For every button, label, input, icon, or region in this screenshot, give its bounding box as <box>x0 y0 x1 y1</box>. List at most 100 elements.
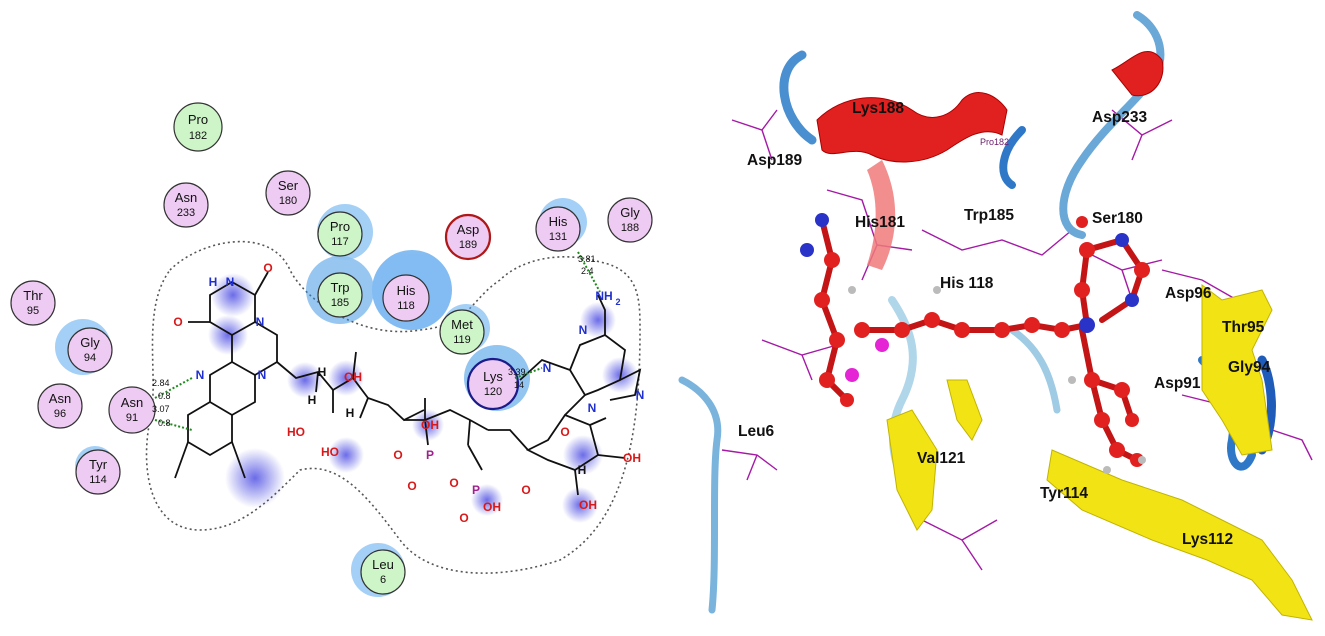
svg-text:HO: HO <box>287 425 305 439</box>
svg-text:H: H <box>209 275 218 289</box>
svg-text:N: N <box>196 368 205 382</box>
svg-text:O: O <box>521 483 530 497</box>
svg-text:95: 95 <box>27 305 39 317</box>
svg-text:O: O <box>393 448 402 462</box>
svg-text:91: 91 <box>126 412 138 424</box>
svg-text:Asp189: Asp189 <box>747 152 803 169</box>
residue-asn233: Asn 233 <box>163 182 209 228</box>
svg-text:H: H <box>578 463 587 477</box>
hbond-distance-labels: 3.81 2.4 3.39 14 2.84 0.8 3.07 0.8 <box>152 254 596 428</box>
svg-text:Asn: Asn <box>49 391 71 406</box>
svg-text:Asn: Asn <box>175 190 197 205</box>
svg-text:Asp: Asp <box>457 222 479 237</box>
svg-text:189: 189 <box>459 239 477 251</box>
svg-text:Val121: Val121 <box>917 450 966 467</box>
svg-text:NH: NH <box>595 289 612 303</box>
svg-text:Leu6: Leu6 <box>738 423 775 440</box>
svg-text:Pro: Pro <box>330 219 350 234</box>
svg-text:14: 14 <box>514 380 524 390</box>
svg-text:185: 185 <box>331 297 349 309</box>
ligand-atom-labels: O N H N O N N H OH H HO HO H O P OH O O … <box>173 261 644 525</box>
residue-his131: His 131 <box>535 206 581 252</box>
svg-text:Trp: Trp <box>330 280 349 295</box>
svg-text:OH: OH <box>483 500 501 514</box>
residue-asp189: Asp 189 <box>444 213 492 261</box>
residue-his118: His 118 <box>382 274 430 322</box>
svg-text:Ser: Ser <box>278 178 299 193</box>
svg-text:3.39: 3.39 <box>508 367 526 377</box>
svg-text:Thr: Thr <box>23 288 43 303</box>
residue-labels-3d: Lys188 Asp233 Asp189 His181 Trp185 Ser18… <box>738 100 1271 548</box>
svg-text:Ser180: Ser180 <box>1092 210 1143 227</box>
residue-lys120: Lys 120 <box>466 357 520 411</box>
svg-text:OH: OH <box>579 498 597 512</box>
svg-text:Pro182: Pro182 <box>980 137 1009 147</box>
svg-text:0.8: 0.8 <box>158 391 171 401</box>
residue-asn96: Asn 96 <box>37 383 83 429</box>
svg-text:O: O <box>407 479 416 493</box>
svg-text:Trp185: Trp185 <box>964 207 1014 224</box>
svg-text:233: 233 <box>177 207 195 219</box>
svg-text:Tyr114: Tyr114 <box>1040 485 1088 502</box>
ligand-atoms <box>800 213 1150 474</box>
svg-text:O: O <box>449 476 458 490</box>
svg-text:His181: His181 <box>855 214 905 231</box>
svg-text:Gly: Gly <box>620 205 640 220</box>
svg-text:94: 94 <box>84 352 96 364</box>
residue-asn91: Asn 91 <box>108 386 156 434</box>
svg-text:3.81: 3.81 <box>578 254 596 264</box>
svg-text:His: His <box>397 283 416 298</box>
svg-text:2: 2 <box>615 297 620 307</box>
residue-pro182: Pro 182 <box>173 102 223 152</box>
svg-text:Thr95: Thr95 <box>1222 319 1265 336</box>
residue-met119: Met 119 <box>439 309 485 355</box>
svg-text:P: P <box>472 483 480 497</box>
svg-text:Gly94: Gly94 <box>1228 359 1271 376</box>
svg-text:N: N <box>588 401 597 415</box>
svg-text:Asp96: Asp96 <box>1165 285 1212 302</box>
hbond-lines <box>154 251 601 431</box>
svg-text:His 118: His 118 <box>940 275 994 292</box>
svg-text:N: N <box>579 323 588 337</box>
residue-thr95: Thr 95 <box>10 280 56 326</box>
svg-text:Asp91: Asp91 <box>1154 375 1201 392</box>
residue-trp185: Trp 185 <box>317 272 363 318</box>
svg-text:3.07: 3.07 <box>152 404 170 414</box>
svg-text:2.4: 2.4 <box>581 266 594 276</box>
svg-text:H: H <box>346 406 355 420</box>
svg-text:118: 118 <box>397 300 415 312</box>
residue-gly94: Gly 94 <box>67 327 113 373</box>
svg-text:96: 96 <box>54 408 66 420</box>
svg-text:N: N <box>543 361 552 375</box>
structure-svg: Lys188 Asp233 Asp189 His181 Trp185 Ser18… <box>678 11 1313 621</box>
svg-text:O: O <box>263 261 272 275</box>
svg-text:131: 131 <box>549 231 567 243</box>
svg-text:Gly: Gly <box>80 335 100 350</box>
svg-text:Asn: Asn <box>121 395 143 410</box>
svg-text:119: 119 <box>453 334 471 346</box>
solvent-exposure-glows <box>208 273 638 523</box>
beta-strands <box>886 284 1313 621</box>
svg-text:Tyr: Tyr <box>89 457 108 472</box>
svg-text:H: H <box>318 365 327 379</box>
svg-text:Lys: Lys <box>483 369 503 384</box>
svg-text:N: N <box>258 368 267 382</box>
svg-text:OH: OH <box>344 370 362 384</box>
svg-text:0.8: 0.8 <box>158 418 171 428</box>
svg-text:Lys188: Lys188 <box>852 100 904 117</box>
svg-text:N: N <box>256 315 265 329</box>
svg-text:Met: Met <box>451 317 473 332</box>
residue-tyr114: Tyr114 <box>75 449 121 495</box>
svg-text:6: 6 <box>380 574 386 586</box>
svg-text:His: His <box>549 214 568 229</box>
svg-text:120: 120 <box>484 386 502 398</box>
svg-text:182: 182 <box>189 130 207 142</box>
svg-text:Asp233: Asp233 <box>1092 109 1148 126</box>
svg-text:Pro: Pro <box>188 112 208 127</box>
svg-text:O: O <box>459 511 468 525</box>
svg-text:OH: OH <box>623 451 641 465</box>
svg-text:117: 117 <box>331 236 349 248</box>
